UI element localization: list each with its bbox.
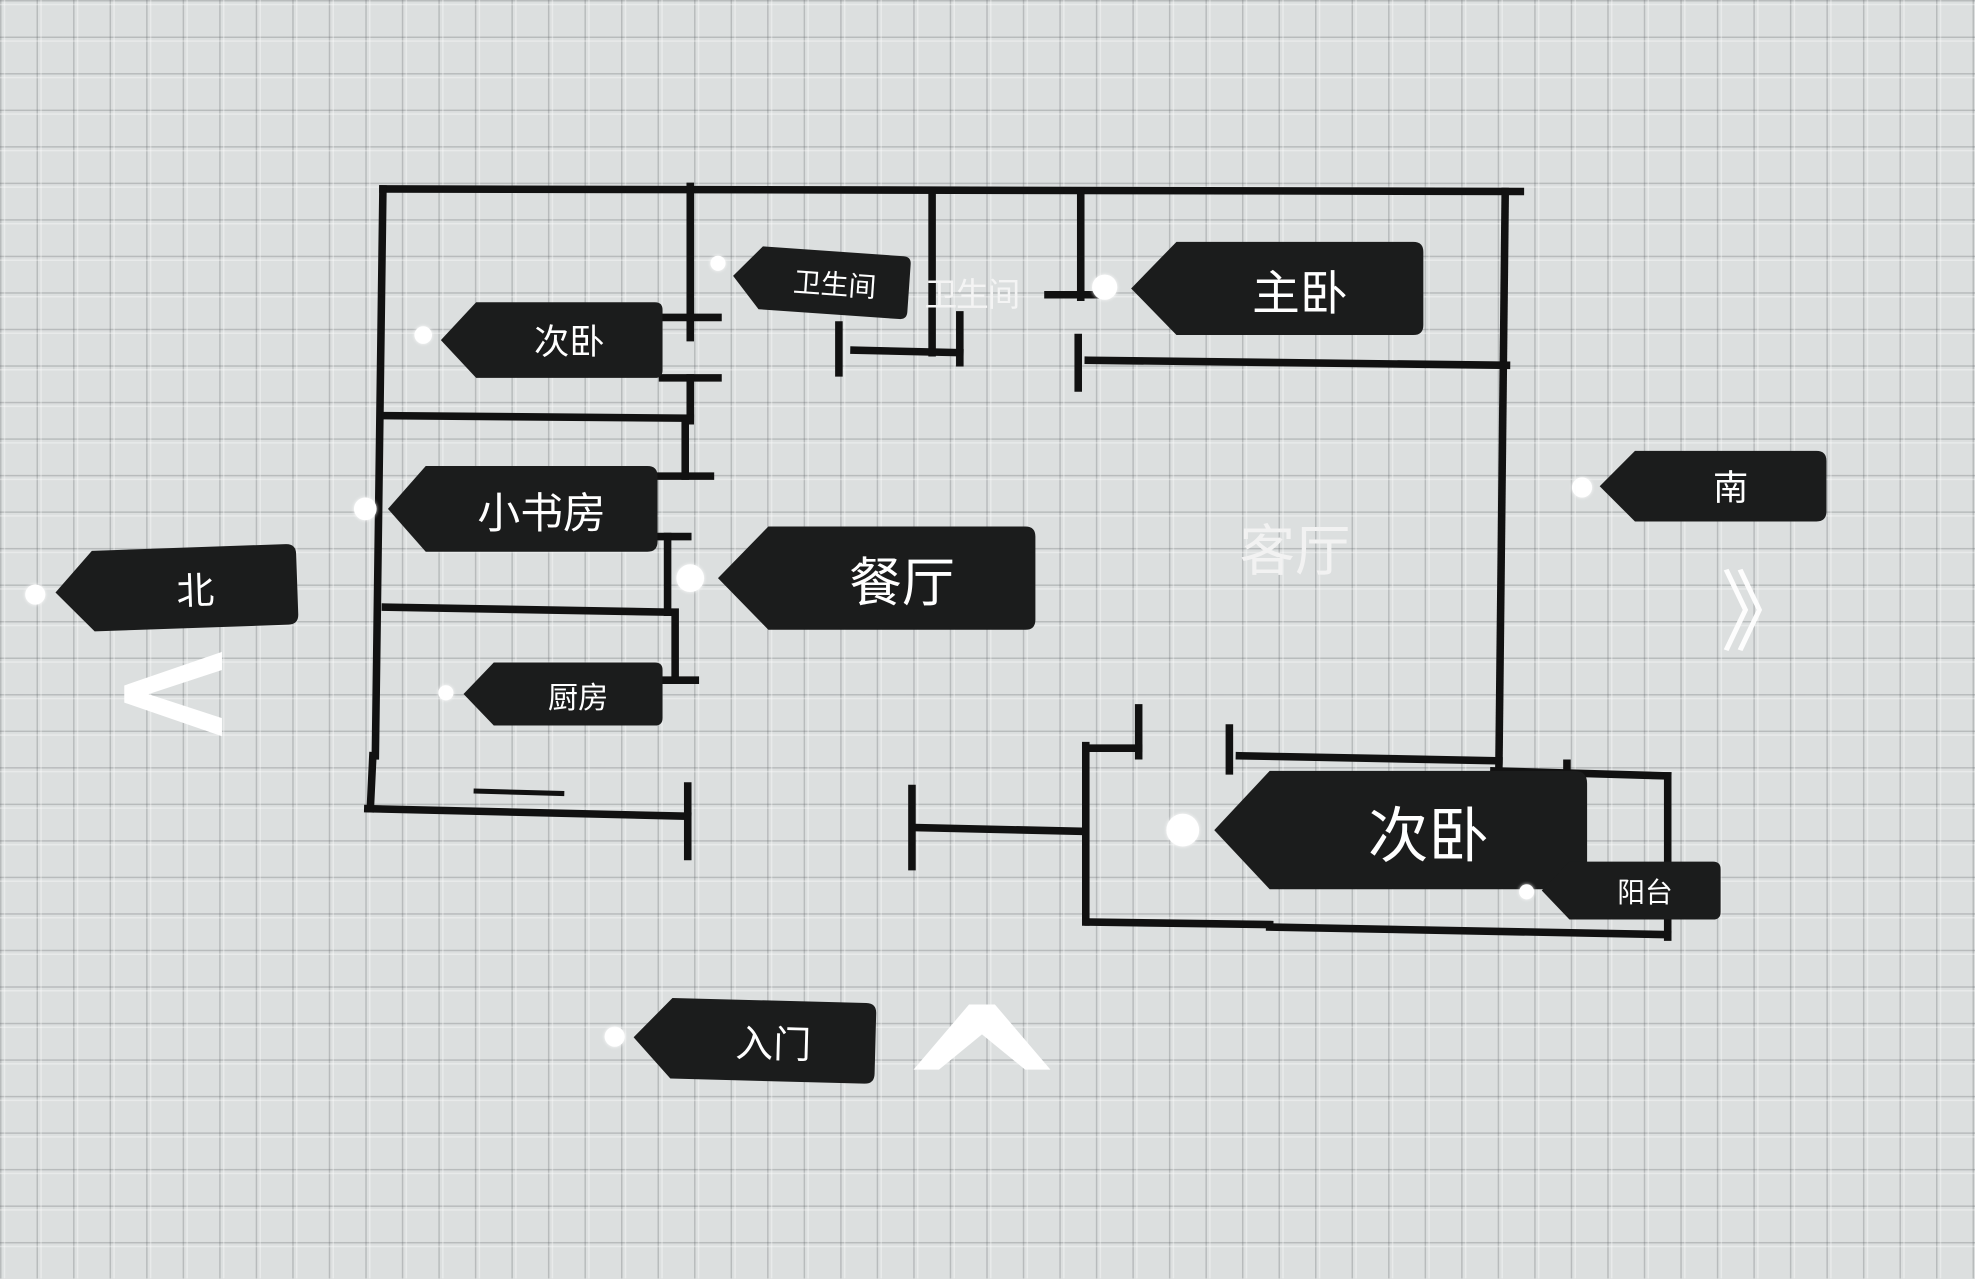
- wall-bedroom-study-divider: [381, 411, 695, 422]
- tag-arrow-shape: [440, 302, 663, 378]
- room-label: 次卧: [534, 321, 605, 363]
- room-tag-bathroom-left: 卫生间: [731, 244, 911, 320]
- room-tag-dining-room: 餐厅: [717, 526, 1036, 630]
- wall-left: [371, 185, 387, 760]
- marker-dot: [1092, 274, 1118, 300]
- marker-dot: [353, 497, 377, 521]
- room-label: 主卧: [1252, 265, 1348, 321]
- marker-dot: [438, 685, 454, 701]
- wall-bottom-middle: [910, 823, 1088, 836]
- tag-arrow-shape: [717, 526, 1036, 630]
- tag-arrow-shape: [55, 544, 299, 632]
- marker-dot: [1571, 477, 1593, 498]
- arrow-right-icon: 》: [1720, 561, 1809, 666]
- room-label-bathroom-right: 卫生间: [924, 277, 1021, 315]
- tag-arrow-shape: [1214, 770, 1588, 890]
- room-tag-balcony: 阳台: [1541, 861, 1721, 920]
- tag-arrow-shape: [1131, 241, 1424, 336]
- room-tag-entrance: 入门: [633, 997, 877, 1084]
- wall-left-lower: [366, 751, 377, 813]
- room-tag-second-bedroom-south: 次卧: [1214, 770, 1588, 890]
- room-tag-study: 小书房: [387, 466, 658, 552]
- marker-dot: [1166, 813, 1200, 847]
- room-label: 卫生间: [792, 267, 878, 305]
- direction-tag-south: 南: [1599, 450, 1827, 522]
- wall-bedroom-south: [1084, 918, 1274, 929]
- wall-bedroom-north: [1235, 751, 1503, 765]
- tag-arrow-shape: [1599, 450, 1827, 522]
- room-tag-second-bedroom-north: 次卧: [440, 302, 663, 378]
- wall-balcony-south: [1265, 923, 1672, 939]
- marker-dot: [414, 326, 433, 344]
- wall-top: [379, 185, 1525, 196]
- arrow-left-icon: <: [107, 602, 239, 776]
- tag-arrow-shape: [1541, 861, 1721, 920]
- room-label: 厨房: [547, 679, 609, 715]
- marker-dot: [710, 255, 726, 271]
- room-label: 次卧: [1367, 801, 1489, 872]
- tag-arrow-shape: [733, 246, 911, 320]
- marker-dot: [676, 564, 705, 593]
- direction-tag-north: 北: [54, 544, 299, 633]
- wall-master-south: [1084, 356, 1511, 370]
- marker-dot: [1519, 884, 1535, 900]
- marker-dot: [604, 1026, 625, 1047]
- wall-right: [1495, 187, 1510, 770]
- wall-bottom-left: [363, 804, 692, 821]
- room-label: 入门: [734, 1022, 812, 1069]
- tag-arrow-shape: [387, 466, 658, 552]
- marker-dot: [25, 584, 46, 605]
- room-label: 阳台: [1617, 877, 1673, 910]
- room-label-living-room: 客厅: [1239, 520, 1351, 585]
- wall-bathroom-south: [850, 346, 964, 357]
- room-tag-kitchen: 厨房: [463, 662, 663, 726]
- direction-label: 南: [1713, 467, 1749, 509]
- room-label: 小书房: [477, 488, 606, 539]
- arrow-up-icon: ^: [891, 957, 1073, 1236]
- wall-study-kitchen-divider: [381, 603, 674, 617]
- room-label: 餐厅: [848, 551, 955, 613]
- tag-arrow-shape: [633, 997, 877, 1084]
- room-tag-master-bedroom: 主卧: [1131, 241, 1424, 336]
- tag-arrow-shape: [463, 662, 663, 726]
- window-kitchen: [473, 788, 565, 797]
